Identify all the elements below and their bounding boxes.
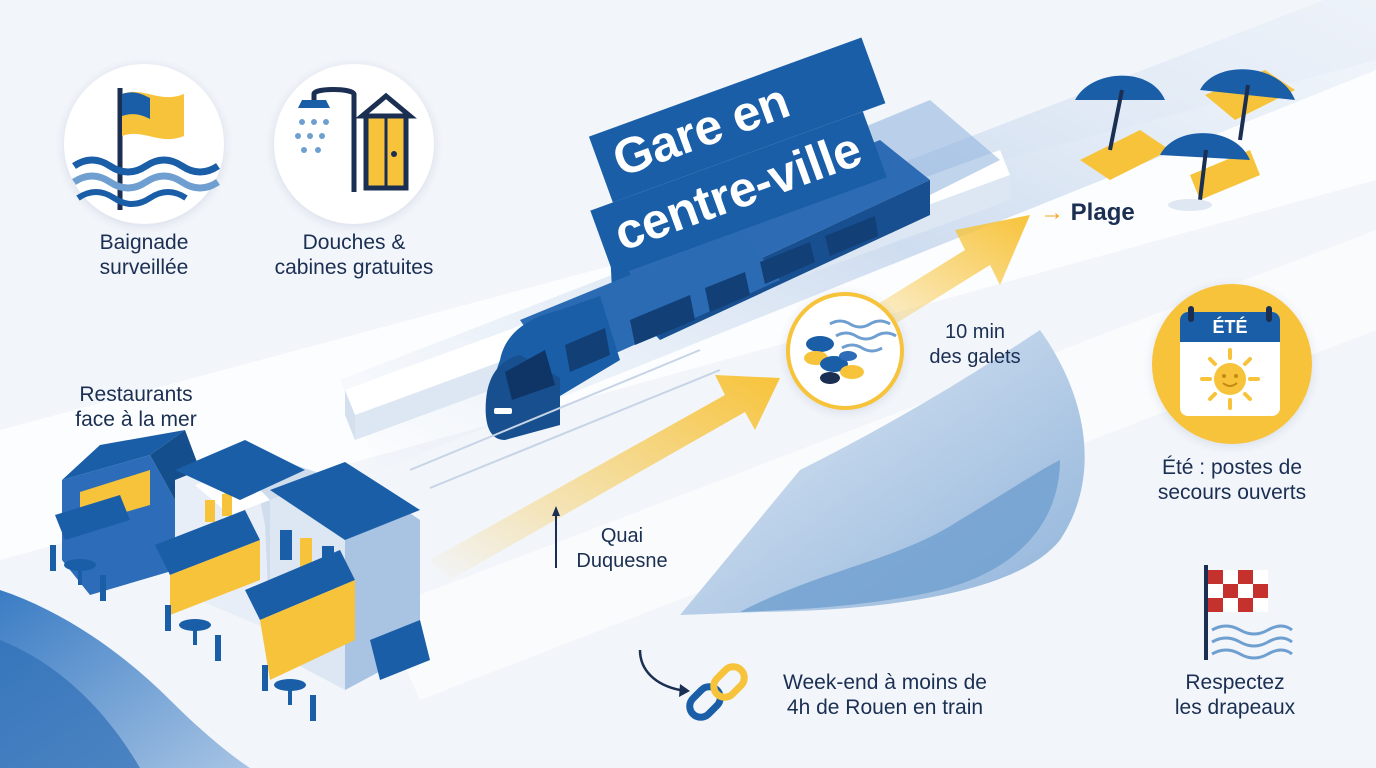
calendar-badge: ÉTÉ: [1180, 312, 1280, 342]
sea-bay: [680, 330, 1085, 615]
douches-circle: [274, 64, 434, 224]
shower-cabin-icon: [295, 87, 417, 192]
weekend-label: Week-end à moins de 4h de Rouen en train: [783, 671, 987, 719]
beach-umbrellas-icon: [1075, 69, 1295, 211]
quai-marker: [552, 506, 560, 568]
seafront-buildings-icon: [50, 430, 430, 721]
sun-icon: [1200, 348, 1260, 410]
baignade-circle: [64, 64, 224, 224]
plage-label: → Plage: [1040, 199, 1135, 226]
baignade-label: Baignade surveillée: [99, 231, 189, 279]
pebbles-icon: [804, 319, 897, 384]
chain-link-icon: [686, 663, 748, 721]
drapeaux-label: Respectez les drapeaux: [1174, 671, 1296, 719]
sea-left: [0, 590, 250, 768]
summer-calendar-icon: ÉTÉ: [1180, 312, 1280, 416]
quai-label: Quai Duquesne: [576, 525, 668, 572]
restaurants-label: Restaurants face à la mer: [75, 383, 197, 431]
ete-label: Été : postes de secours ouverts: [1157, 456, 1307, 504]
plage-arrow: →: [1040, 199, 1064, 226]
curved-arrow: [638, 649, 681, 692]
douches-label: Douches & cabines gratuites: [274, 231, 434, 279]
galets-label: 10 min des galets: [929, 321, 1021, 368]
galets-circle: [786, 292, 904, 410]
flag-waves-icon: [72, 88, 220, 210]
ete-circle: ÉTÉ: [1152, 284, 1312, 444]
checkered-flag-icon: [1204, 565, 1293, 660]
